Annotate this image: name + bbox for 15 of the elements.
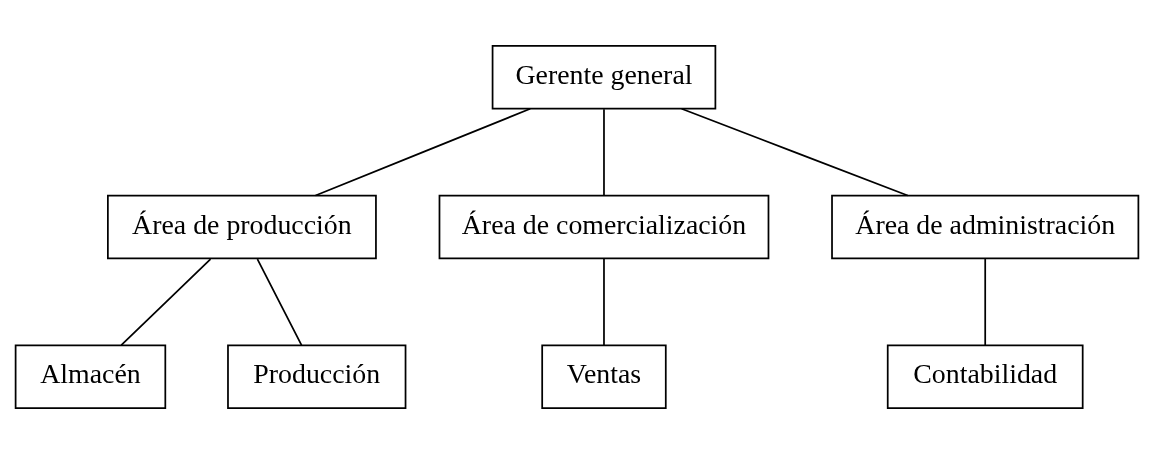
connector	[603, 108, 605, 197]
connector	[256, 258, 303, 347]
node-box: Gerente general	[491, 45, 717, 110]
node-box: Área de administración	[831, 194, 1140, 260]
node-box: Ventas	[541, 344, 667, 409]
connector	[120, 258, 212, 347]
node-box: Área de producción	[107, 194, 377, 260]
connector	[680, 107, 909, 197]
connector	[984, 258, 987, 347]
node-box: Producción	[227, 344, 407, 409]
connector	[603, 258, 605, 347]
node-box: Contabilidad	[886, 344, 1084, 409]
node-box: Área de comercialización	[438, 194, 770, 260]
connector	[314, 107, 532, 197]
node-box: Almacén	[14, 344, 167, 409]
